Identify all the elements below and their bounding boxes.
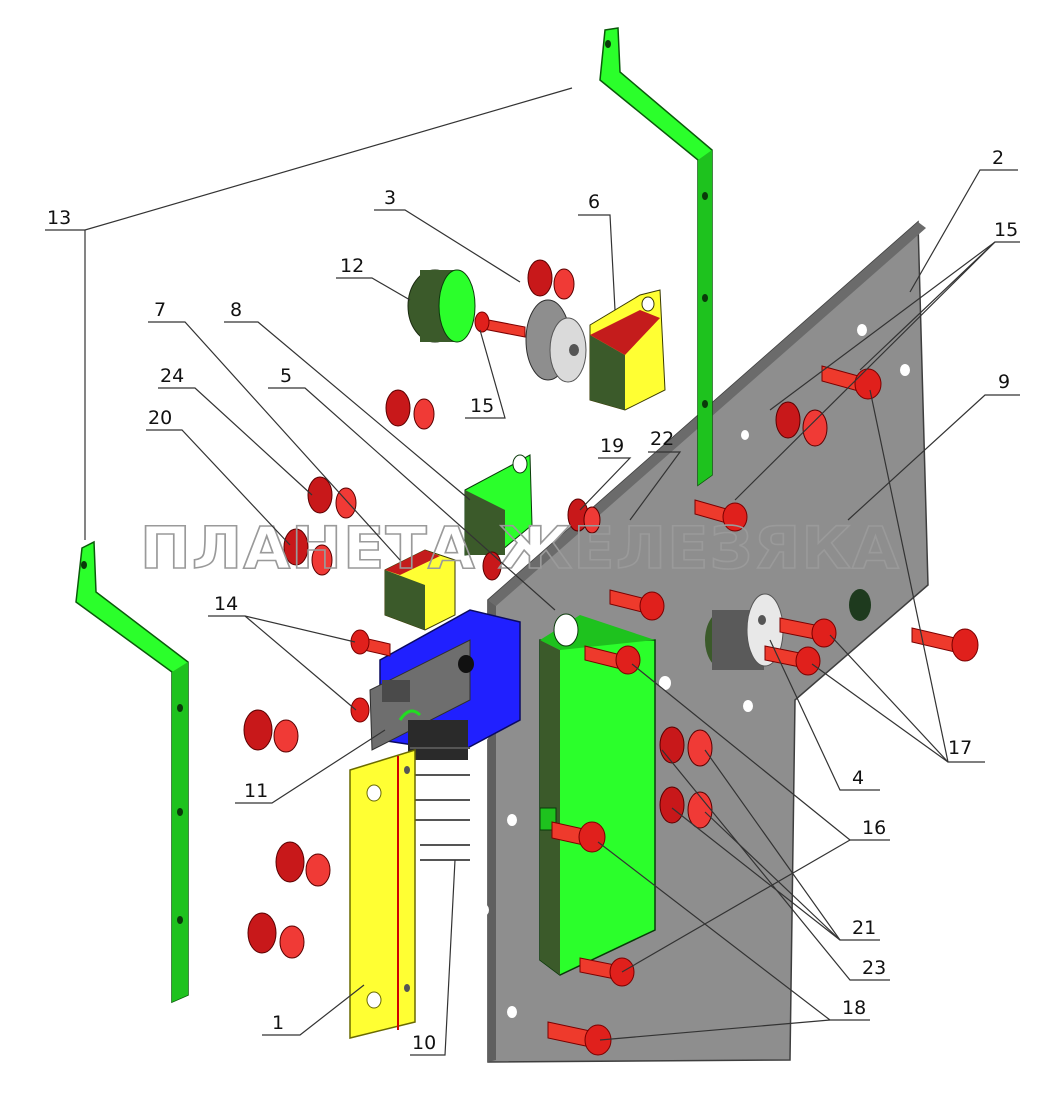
nuts-21 [283, 528, 333, 576]
callout-15b: 15 [994, 219, 1018, 241]
bolt-17a [821, 365, 882, 400]
bolt-14b [350, 697, 370, 723]
callout-17: 17 [948, 737, 972, 759]
relay-housing [369, 609, 521, 861]
callout-15a: 15 [470, 395, 494, 417]
callout-7: 7 [154, 299, 166, 321]
nuts-center [482, 551, 502, 581]
callout-23: 23 [862, 957, 886, 979]
callout-19: 19 [600, 435, 624, 457]
callout-14: 14 [214, 593, 238, 615]
terminal-block-upper [589, 289, 666, 411]
nuts-24 [307, 476, 357, 519]
nuts-plate [775, 401, 828, 447]
callout-16: 16 [862, 817, 886, 839]
nuts-20b [659, 786, 713, 829]
callout-8: 8 [230, 299, 242, 321]
nuts-left-1 [243, 709, 299, 753]
relay-cover-green [539, 613, 656, 976]
bolt-18b [547, 1021, 612, 1056]
leader-lines [45, 87, 1020, 1056]
yellow-strip [349, 748, 416, 1039]
callout-1: 1 [272, 1012, 284, 1034]
callout-2: 2 [992, 147, 1004, 169]
callout-22: 22 [650, 428, 674, 450]
callout-13: 13 [47, 207, 71, 229]
bolt-14a [350, 629, 391, 657]
knob-assembly [407, 269, 587, 383]
callout-4: 4 [852, 767, 864, 789]
nuts-left-2 [275, 841, 331, 887]
callout-labels: 13 12 3 6 15 2 15 9 7 8 5 24 20 19 22 14… [47, 147, 1018, 1054]
nuts-upper [527, 259, 575, 300]
callout-12: 12 [340, 255, 364, 277]
watermark: ПЛАНЕТА ЖЕЛЕЗЯКА [140, 514, 900, 582]
callout-9: 9 [998, 371, 1010, 393]
bolt-16 [584, 645, 641, 675]
bolt-upper-mid [609, 589, 665, 621]
bolt-15c [694, 499, 748, 532]
bolt-15b [474, 311, 526, 338]
callout-21: 20 [148, 407, 172, 429]
bolt-far-right [911, 627, 979, 662]
callout-10: 10 [412, 1032, 436, 1054]
callout-20: 21 [852, 917, 876, 939]
nuts-15 [385, 389, 435, 430]
bracket-upper [599, 27, 713, 487]
callout-11: 11 [244, 780, 268, 802]
bolt-18a [551, 821, 606, 853]
callout-18: 18 [842, 997, 866, 1019]
callout-6: 6 [588, 191, 600, 213]
bolt-17b [779, 617, 837, 648]
callout-5: 5 [280, 365, 292, 387]
terminal-block-lower [384, 549, 456, 631]
nuts-left-3 [247, 912, 305, 959]
bracket-lower [75, 540, 189, 1004]
callout-3: 3 [384, 187, 396, 209]
callout-24: 24 [160, 365, 184, 387]
